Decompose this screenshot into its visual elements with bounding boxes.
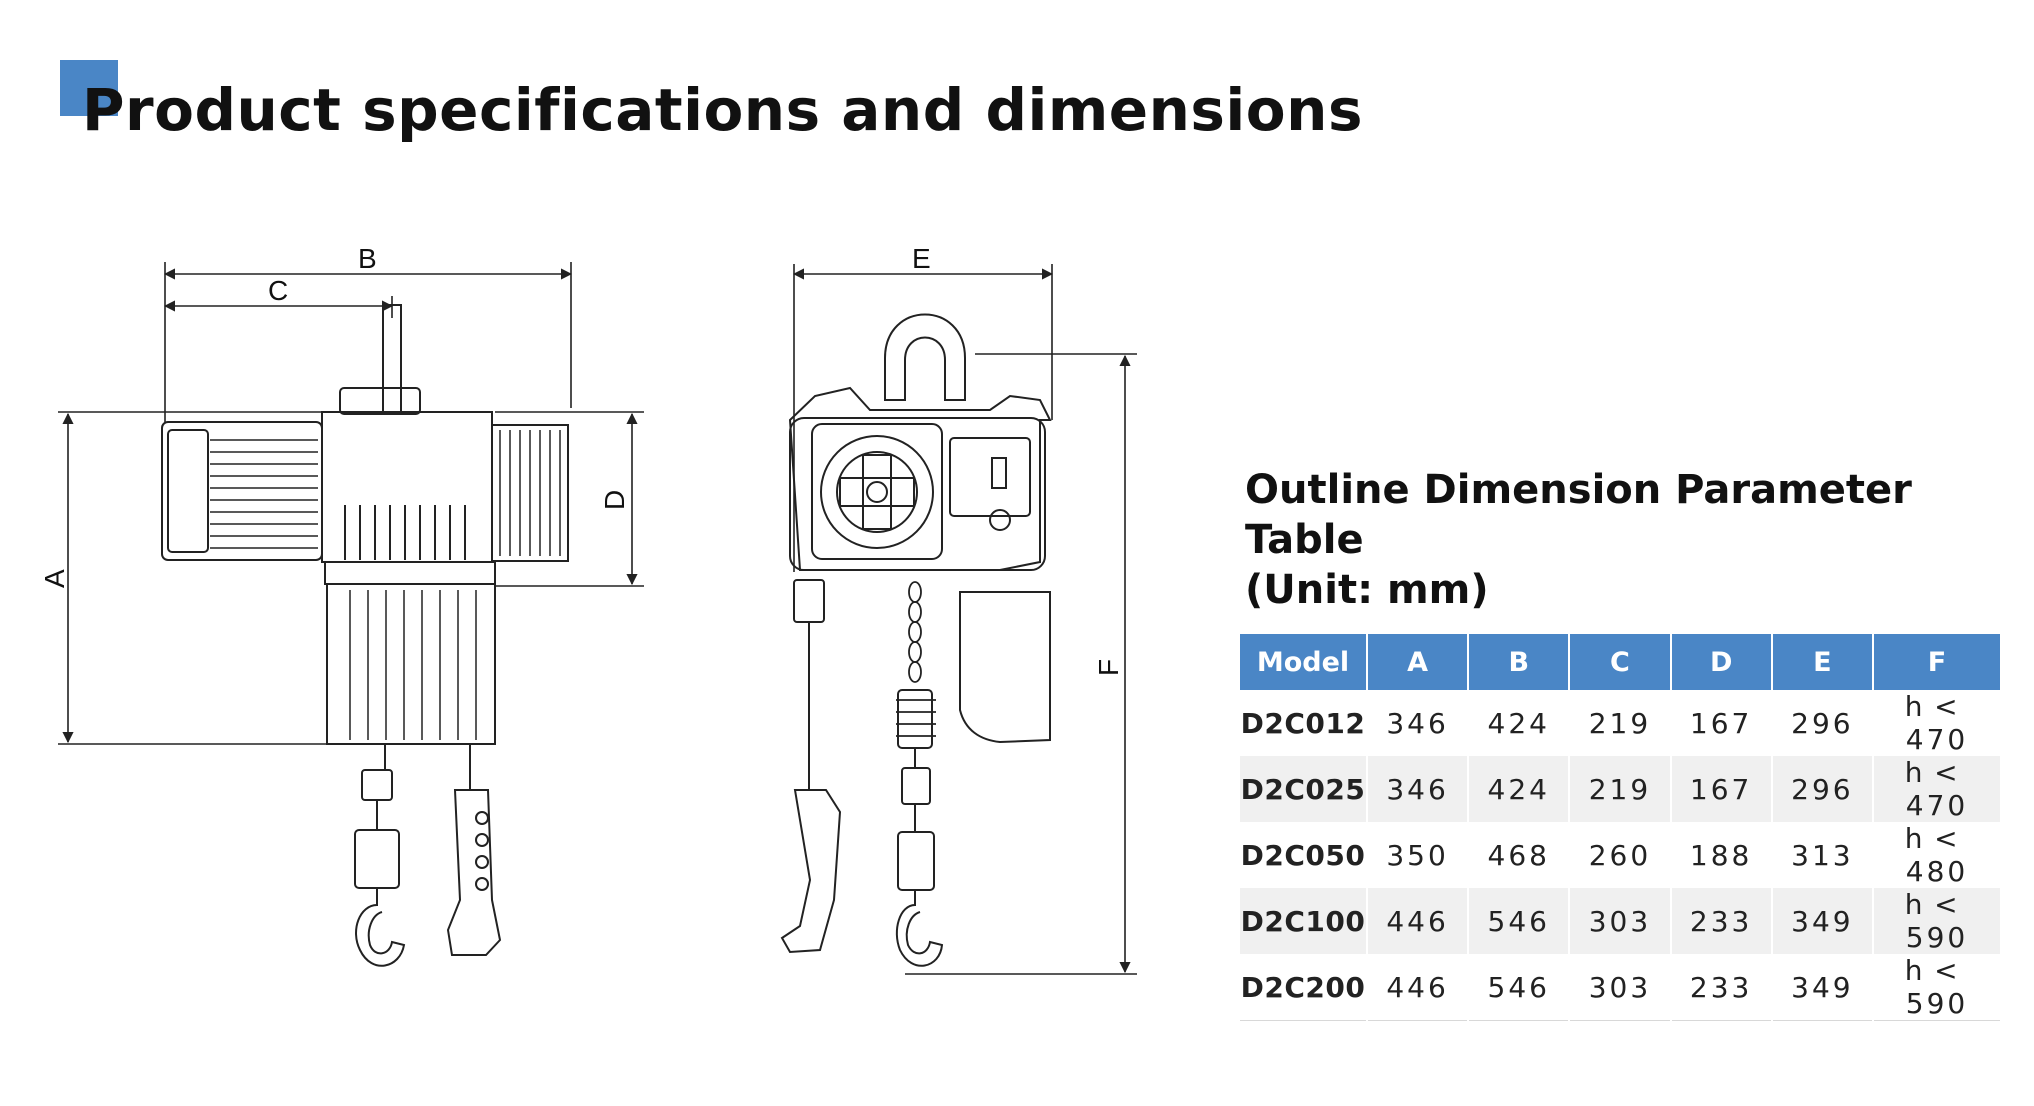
cell-c: 303 xyxy=(1568,888,1671,954)
table-row: D2C050 350 468 260 188 313 h < 480 xyxy=(1240,822,2000,888)
cell-a: 446 xyxy=(1365,888,1469,954)
dim-label-c: C xyxy=(268,275,288,306)
cell-f: h < 480 xyxy=(1872,822,2000,888)
cell-d: 167 xyxy=(1669,756,1772,822)
cell-c: 260 xyxy=(1568,822,1671,888)
dim-label-b: B xyxy=(358,243,377,274)
table-title: Outline Dimension Parameter Table (Unit:… xyxy=(1245,465,2034,615)
cell-model: D2C200 xyxy=(1240,954,1367,1021)
front-view-dimensions xyxy=(792,264,1137,975)
table-header-row: Model A B C D E F xyxy=(1240,634,2000,690)
cell-e: 349 xyxy=(1770,954,1873,1021)
cell-c: 219 xyxy=(1568,756,1671,822)
col-header-a: A xyxy=(1365,634,1469,690)
cell-e: 296 xyxy=(1770,756,1873,822)
side-view-dimensions xyxy=(58,262,644,745)
col-header-e: E xyxy=(1770,634,1873,690)
cell-f: h < 470 xyxy=(1872,756,2000,822)
dim-label-d: D xyxy=(599,490,630,510)
col-header-b: B xyxy=(1467,634,1570,690)
dim-label-e: E xyxy=(912,243,931,274)
table-row: D2C025 346 424 219 167 296 h < 470 xyxy=(1240,756,2000,822)
hoist-dimension-drawing: B C A D E F xyxy=(39,243,1137,975)
cell-e: 313 xyxy=(1770,822,1873,888)
title-accent-square xyxy=(60,60,118,116)
dim-label-f: F xyxy=(1093,659,1124,676)
cell-e: 296 xyxy=(1770,690,1873,756)
col-header-d: D xyxy=(1669,634,1772,690)
page-title: Product specifications and dimensions xyxy=(82,76,1363,144)
cell-model: D2C025 xyxy=(1240,756,1367,822)
col-header-f: F xyxy=(1872,634,2000,690)
dim-label-a: A xyxy=(39,569,70,588)
cell-a: 446 xyxy=(1365,954,1469,1021)
table-title-line2: (Unit: mm) xyxy=(1245,567,1489,613)
col-header-c: C xyxy=(1568,634,1671,690)
cell-f: h < 590 xyxy=(1872,954,2000,1021)
side-view xyxy=(161,304,569,967)
cell-c: 303 xyxy=(1568,954,1671,1021)
cell-b: 546 xyxy=(1467,888,1570,954)
cell-b: 424 xyxy=(1467,690,1570,756)
cell-f: h < 590 xyxy=(1872,888,2000,954)
cell-b: 546 xyxy=(1467,954,1570,1021)
cell-a: 346 xyxy=(1365,756,1469,822)
table-row: D2C012 346 424 219 167 296 h < 470 xyxy=(1240,690,2000,756)
cell-f: h < 470 xyxy=(1872,690,2000,756)
cell-b: 424 xyxy=(1467,756,1570,822)
cell-model: D2C100 xyxy=(1240,888,1367,954)
cell-d: 167 xyxy=(1669,690,1772,756)
dimension-table: Model A B C D E F D2C012 346 424 219 167… xyxy=(1240,634,2000,1021)
table-title-line1: Outline Dimension Parameter Table xyxy=(1245,467,1912,563)
front-view xyxy=(780,313,1052,967)
cell-a: 350 xyxy=(1365,822,1469,888)
cell-a: 346 xyxy=(1365,690,1469,756)
cell-model: D2C050 xyxy=(1240,822,1367,888)
cell-e: 349 xyxy=(1770,888,1873,954)
cell-d: 188 xyxy=(1669,822,1772,888)
cell-d: 233 xyxy=(1669,888,1772,954)
col-header-model: Model xyxy=(1240,634,1367,690)
table-row: D2C200 446 546 303 233 349 h < 590 xyxy=(1240,954,2000,1021)
cell-b: 468 xyxy=(1467,822,1570,888)
cell-model: D2C012 xyxy=(1240,690,1367,756)
cell-c: 219 xyxy=(1568,690,1671,756)
table-row: D2C100 446 546 303 233 349 h < 590 xyxy=(1240,888,2000,954)
cell-d: 233 xyxy=(1669,954,1772,1021)
